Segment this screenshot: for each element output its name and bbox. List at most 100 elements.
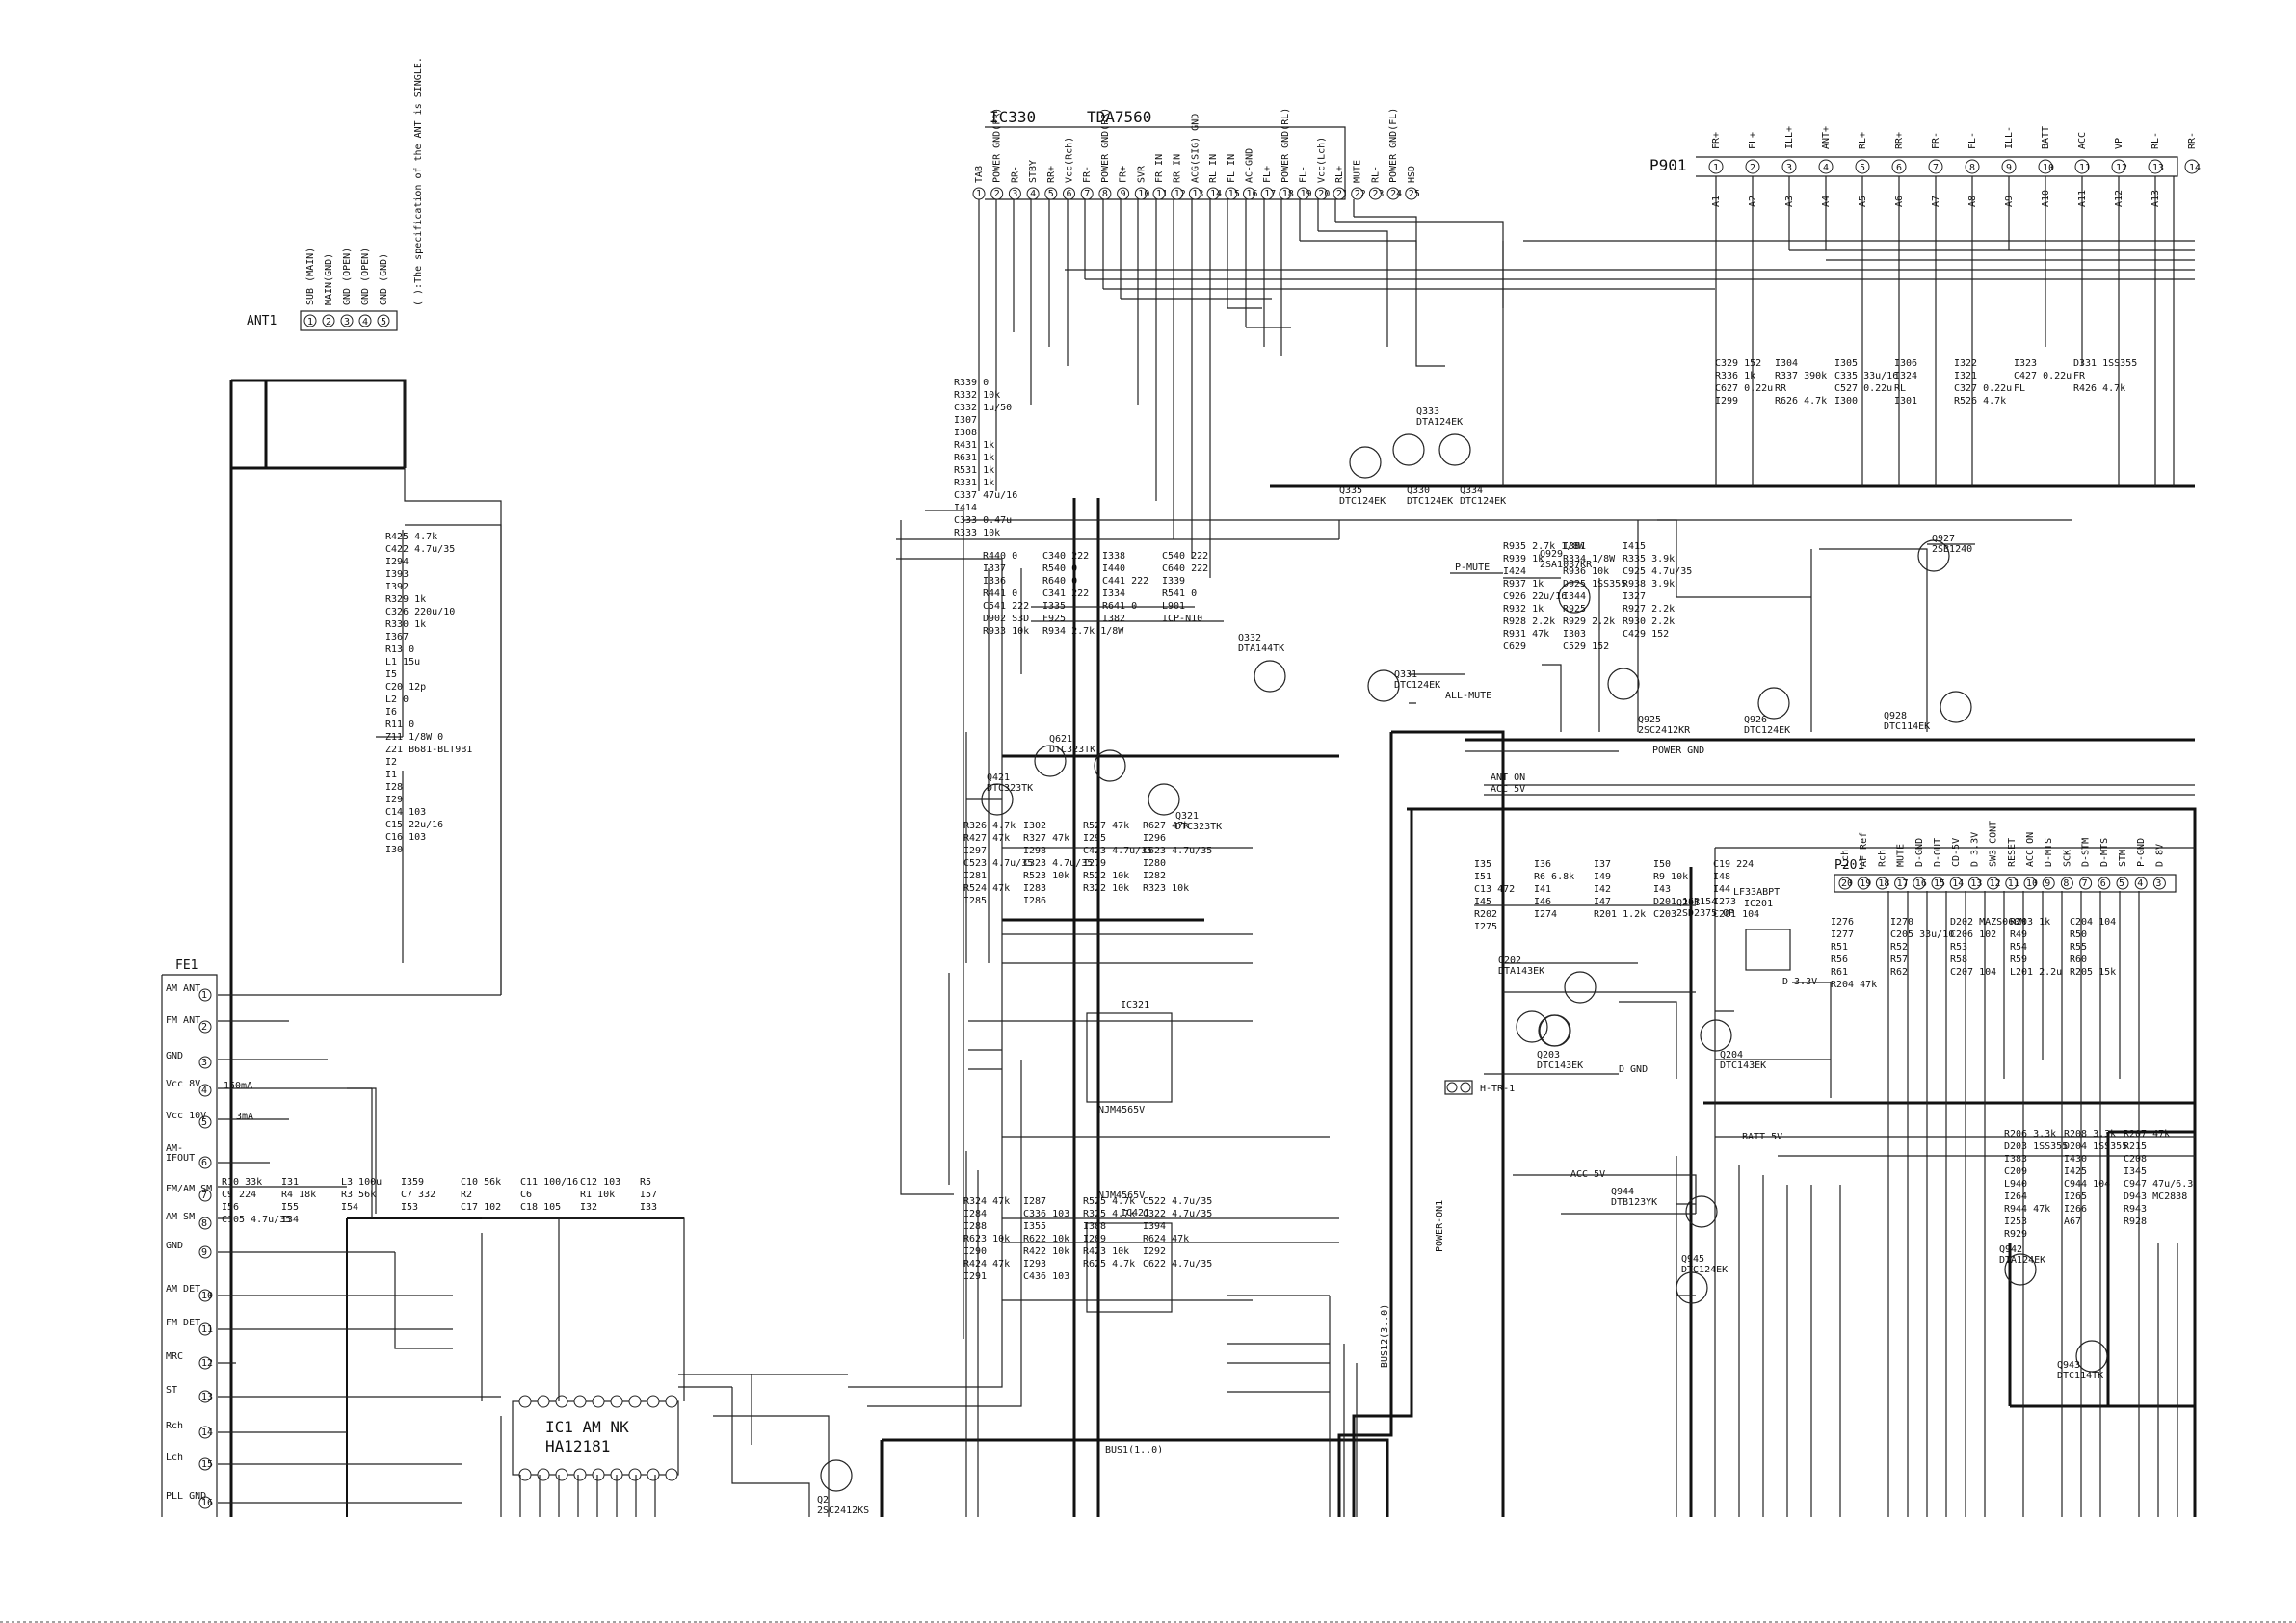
component-label: R431 1k	[954, 440, 994, 451]
component-label: R10 33k	[222, 1177, 262, 1188]
component-label: I44	[1713, 884, 1730, 895]
ic330-pin-label: MUTE	[1353, 160, 1363, 183]
p901-pin-label: RR-	[2187, 132, 2198, 149]
p201-pin-number: 13	[1970, 878, 1982, 889]
component-label: R6 6.8k	[1534, 872, 1574, 882]
component-label: D203 1SS355	[2004, 1141, 2068, 1152]
component-label: I286	[1023, 896, 1046, 906]
p901-block: P901 1FR+A12FL+A23ILL+A34ANT+A45RL+A56RR…	[1649, 126, 2201, 207]
transistor-ref: Q926	[1744, 715, 1767, 725]
transistor-ref: Q925	[1638, 715, 1661, 725]
ic1-part: HA12181	[545, 1437, 610, 1455]
component-label: I37	[1594, 859, 1611, 870]
transistor-ref: Q944	[1611, 1187, 1634, 1197]
transistor-ref: Q332	[1238, 633, 1261, 643]
component-label: I43	[1653, 884, 1671, 895]
component-label: R205 15k	[2070, 967, 2116, 978]
transistor-part: DTC323TK	[987, 783, 1033, 794]
component-label: C623 4.7u/35	[1143, 846, 1212, 856]
component-label: C436 103	[1023, 1271, 1069, 1282]
ic330-pin-16	[1243, 187, 1255, 200]
component-label: R325 4.7k	[1083, 1209, 1135, 1219]
ic330-pin-25	[1405, 187, 1418, 200]
p201-pin-5	[2116, 877, 2129, 890]
component-label: R327 47k	[1023, 833, 1069, 844]
ic330-pin-label: TAB	[974, 166, 985, 183]
p901-pin-number: 13	[2152, 163, 2164, 173]
component-label: C333 0.47u	[954, 515, 1012, 526]
ic330-pin-3	[1008, 187, 1021, 200]
fe1-pin-15	[198, 1457, 212, 1471]
component-label: R932 1k	[1503, 604, 1544, 615]
ic330-pin-number: 22	[1355, 189, 1366, 199]
component-label: L3 100u	[341, 1177, 382, 1188]
transistor-ref: Q331	[1394, 669, 1417, 680]
p201-pin-label: D-STM	[2081, 838, 2092, 867]
ic1-pin-bottom	[518, 1468, 532, 1481]
component-label: R625 4.7k	[1083, 1259, 1135, 1270]
component-label: C640 222	[1162, 563, 1208, 574]
p201-pin-4	[2134, 877, 2148, 890]
p201-pin-label: CD-5V	[1951, 838, 1962, 867]
component-label: I264	[2004, 1191, 2027, 1202]
component-label: R939 1k	[1503, 554, 1544, 564]
net-label-acc_5v_top: ACC 5V	[1491, 784, 1525, 795]
component-label: I299	[1715, 396, 1738, 406]
p201-pin-number: 16	[1915, 878, 1927, 889]
ic330-pin-number: 16	[1247, 189, 1258, 199]
p901-pin-9	[2001, 159, 2017, 174]
component-label: Z11 1/8W 0	[385, 732, 443, 743]
p201-pin-label: Rch	[1877, 850, 1887, 867]
component-label: I440	[1102, 563, 1125, 574]
fe1-pin-label: AM SM	[166, 1212, 195, 1222]
component-label: C9 224	[222, 1190, 256, 1200]
p901-pin-number: 14	[2189, 163, 2201, 173]
component-label: I415	[1623, 541, 1646, 552]
component-label: R56	[1831, 955, 1848, 965]
fe1-pin-label: PLL GND	[166, 1491, 206, 1502]
transistor-part: DTC323TK	[1049, 745, 1095, 755]
ic330-pin-number: 17	[1264, 189, 1276, 199]
component-label: R206 3.3k	[2004, 1129, 2056, 1139]
ic1-pin-top	[628, 1395, 642, 1408]
component-label: I265	[2064, 1191, 2087, 1202]
component-label: R322 10k	[1083, 883, 1129, 894]
p201-pin-number: 11	[2008, 878, 2019, 889]
component-label: C6	[520, 1190, 532, 1200]
component-label: R925	[1563, 604, 1586, 615]
fe1-pin-label: ST	[166, 1385, 177, 1396]
ic330-pin-10	[1134, 187, 1148, 200]
component-label: R336 1k	[1715, 371, 1755, 381]
component-label: R5	[640, 1177, 651, 1188]
component-label: I338	[1102, 551, 1125, 562]
component-label: I335	[1042, 601, 1066, 612]
ic330-pin-14	[1206, 187, 1220, 200]
fe1-pin-number: 3	[201, 1058, 207, 1068]
component-label: R441 0	[983, 589, 1017, 599]
fe1-pin-8	[198, 1217, 212, 1230]
component-label: I323	[2014, 358, 2037, 369]
component-label: R50	[2070, 929, 2087, 940]
p901-pin-number: 6	[1896, 163, 1902, 173]
fe1-pin-label: GND	[166, 1241, 183, 1251]
component-label: R201 1.2k	[1594, 909, 1646, 920]
component-label: I307	[954, 415, 977, 426]
ic1-pin-top	[573, 1395, 587, 1408]
component-label: I355	[1023, 1221, 1046, 1232]
component-label: I49	[1594, 872, 1611, 882]
component-label: R929 2.2k	[1563, 616, 1615, 627]
component-label: I290	[963, 1246, 987, 1257]
component-label: I32	[580, 1202, 597, 1213]
transistor-ref: Q335	[1339, 485, 1362, 496]
fe1-pin-number: 2	[201, 1022, 207, 1033]
ic330-pin-label: POWER GND(FL)	[1388, 108, 1399, 183]
p901-ref: P901	[1649, 156, 1687, 174]
transistor-ref: Q333	[1416, 406, 1439, 417]
transistor-ref: Q334	[1460, 485, 1483, 496]
ant1-note: ( ):The specification of the ANT is SING…	[413, 57, 424, 306]
ic330-pin-label: STBY	[1028, 160, 1039, 183]
p201-pin-label: RESET	[2007, 838, 2018, 867]
component-label: I430	[2064, 1154, 2087, 1165]
